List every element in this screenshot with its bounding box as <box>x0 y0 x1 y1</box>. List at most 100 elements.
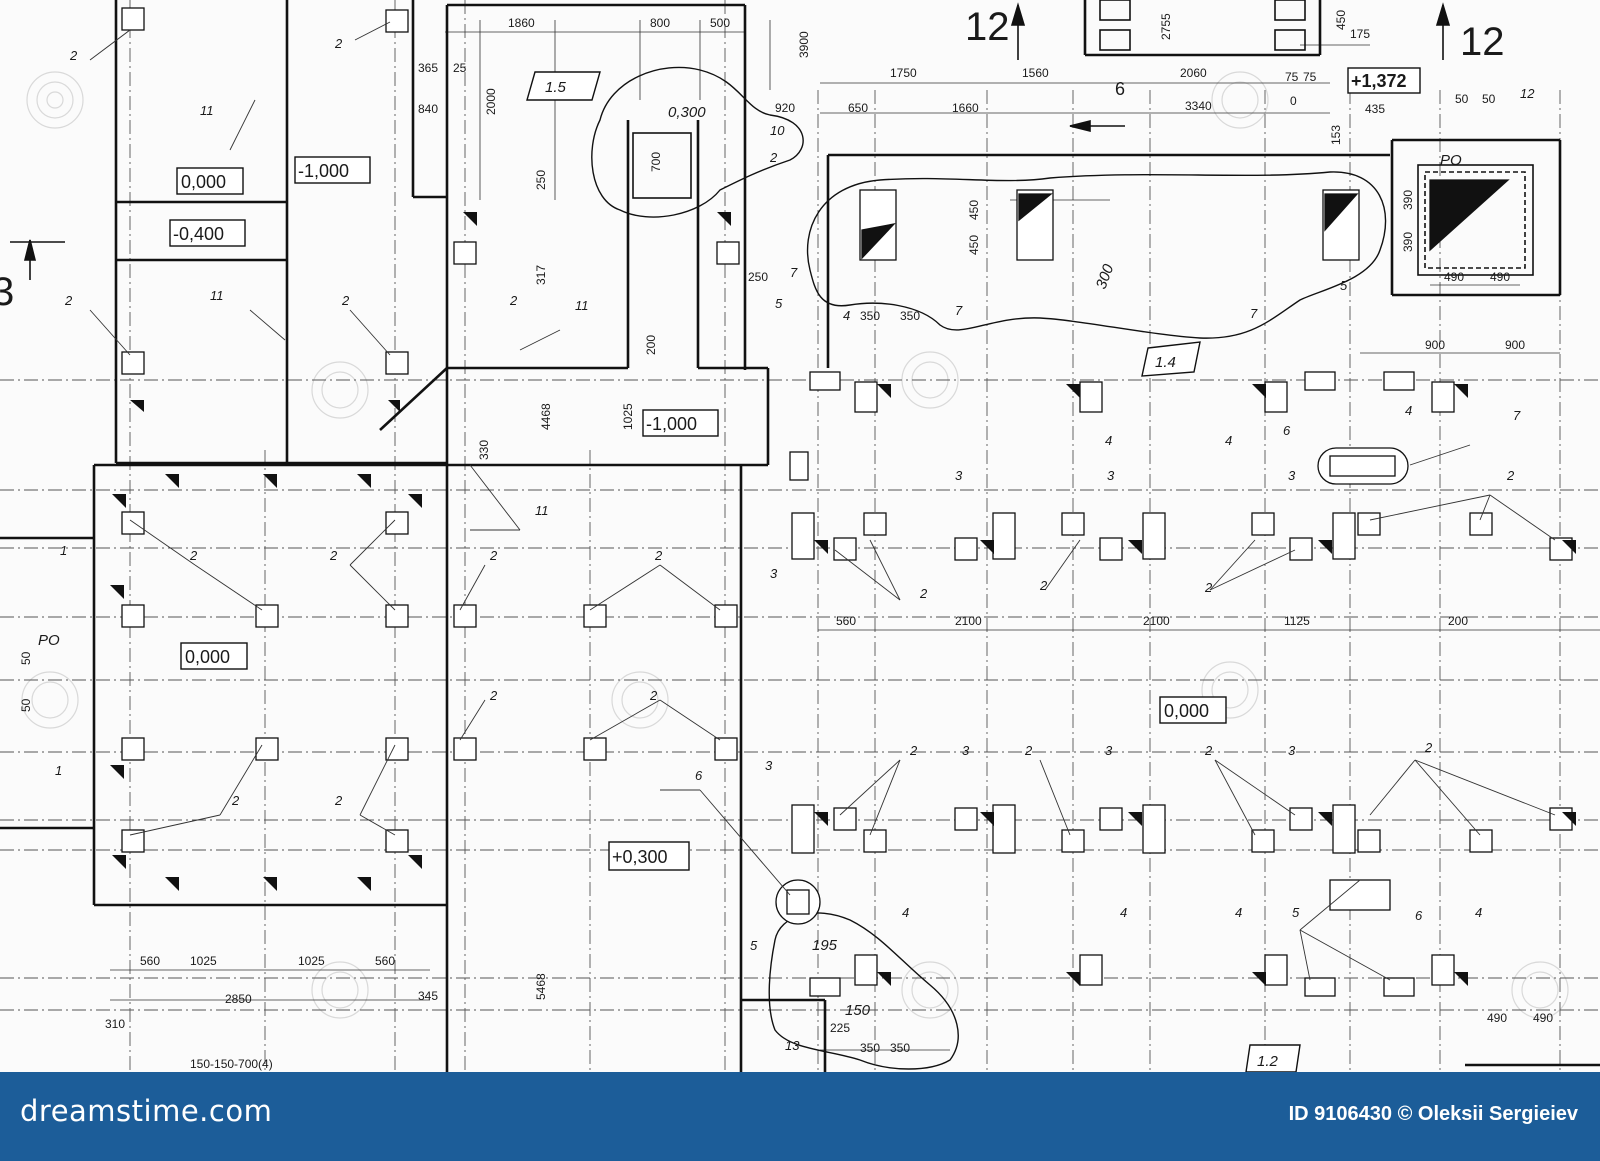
hand-225: 225 <box>830 1021 850 1035</box>
dim-1560: 1560 <box>1022 66 1049 80</box>
callout-1-2: 1.2 <box>1257 1053 1279 1070</box>
dim-840: 840 <box>418 102 438 116</box>
hand-150: 150 <box>845 1002 871 1019</box>
dim-490-d: 490 <box>1533 1011 1553 1025</box>
leader-3: 3 <box>1105 743 1113 758</box>
dim-700: 700 <box>649 152 663 172</box>
leader-7: 7 <box>790 265 798 280</box>
leader-3: 3 <box>1288 743 1296 758</box>
leader-11: 11 <box>535 503 549 518</box>
dim-450-b: 450 <box>967 235 981 255</box>
dim-3900: 3900 <box>797 31 811 58</box>
hand-195: 195 <box>812 937 838 954</box>
level-0-000-c: 0,000 <box>1164 701 1209 721</box>
leader-2: 2 <box>1204 580 1213 595</box>
dim-500: 500 <box>710 16 730 30</box>
dim-1025-v: 1025 <box>621 403 635 430</box>
leader-2: 2 <box>1506 468 1515 483</box>
image-credit: ID 9106430 © Oleksii Sergieiev <box>1288 1103 1578 1125</box>
hand-300: 300 <box>1093 261 1118 291</box>
leader-4: 4 <box>1225 433 1232 448</box>
dim-390-b: 390 <box>1401 232 1415 252</box>
leader-3: 3 <box>955 468 963 483</box>
lower-dimension-texts: 560 2100 2100 1125 200 560 1025 1025 560… <box>19 152 1553 1071</box>
dim-1860: 1860 <box>508 16 535 30</box>
leader-2: 2 <box>334 36 343 51</box>
dim-0: 0 <box>1290 94 1297 108</box>
leader-4: 4 <box>1235 905 1242 920</box>
callout-tags: 1.5 1.4 1.2 <box>526 71 1301 1073</box>
leader-2: 2 <box>334 793 343 808</box>
dim-450-top: 450 <box>1334 10 1348 30</box>
dim-2100-b: 2100 <box>1143 614 1170 628</box>
dim-2755: 2755 <box>1159 13 1173 40</box>
leader-2: 2 <box>64 293 73 308</box>
leader-2: 2 <box>69 48 78 63</box>
dim-50-c: 50 <box>19 651 33 665</box>
leader-numbers: 2 2 11 2 11 2 2 11 11 10 2 12 1 1 2 2 2 … <box>55 36 1535 1053</box>
leader-11: 11 <box>210 288 224 303</box>
leader-3: 3 <box>1288 468 1296 483</box>
section-mark-12-left: 12 <box>965 5 1010 49</box>
dim-650: 650 <box>848 101 868 115</box>
dim-50-a: 50 <box>1455 92 1469 106</box>
level-plus-1-372: +1,372 <box>1351 71 1407 91</box>
dim-2100-a: 2100 <box>955 614 982 628</box>
leader-2: 2 <box>489 688 498 703</box>
leader-1: 1 <box>55 763 62 778</box>
level-minus-1-000-a: -1,000 <box>298 161 349 181</box>
dim-330: 330 <box>477 440 491 460</box>
dim-4468: 4468 <box>539 403 553 430</box>
leader-2: 2 <box>654 548 663 563</box>
dim-920: 920 <box>775 101 795 115</box>
level-marks: 0,000 -1,000 -0,400 0,000 -1,000 +0,300 … <box>169 67 1421 871</box>
callout-1-4: 1.4 <box>1155 354 1176 371</box>
dim-350-d: 350 <box>890 1041 910 1055</box>
dim-310: 310 <box>105 1017 125 1031</box>
leader-4: 4 <box>1475 905 1482 920</box>
dimension-lines <box>110 20 1600 1051</box>
po-label-right: PO <box>1440 152 1462 169</box>
leader-2: 2 <box>189 548 198 563</box>
leader-2: 2 <box>1039 578 1048 593</box>
dim-450-a: 450 <box>967 200 981 220</box>
filled-markers <box>110 212 1576 986</box>
leader-2: 2 <box>509 293 518 308</box>
leader-5: 5 <box>1340 278 1348 293</box>
dim-75-a: 75 <box>1285 70 1299 84</box>
dim-560-c: 560 <box>375 954 395 968</box>
leader-lines <box>89 21 1556 981</box>
leader-4: 4 <box>1105 433 1112 448</box>
section-mark-3: 3 <box>0 270 14 314</box>
leader-6: 6 <box>695 768 703 783</box>
revision-clouds <box>591 66 1387 1070</box>
dim-1025-b: 1025 <box>298 954 325 968</box>
ramp-symbols <box>859 179 1510 261</box>
section-mark-12-right: 12 <box>1460 20 1505 64</box>
leader-3: 3 <box>765 758 773 773</box>
leader-2: 2 <box>489 548 498 563</box>
dim-1025-a: 1025 <box>190 954 217 968</box>
level-plus-0-300: +0,300 <box>612 847 668 867</box>
leader-6: 6 <box>1415 908 1423 923</box>
leader-4: 4 <box>1405 403 1412 418</box>
dim-200-h: 200 <box>1448 614 1468 628</box>
dim-3340: 3340 <box>1185 99 1212 113</box>
dim-350-b: 350 <box>900 309 920 323</box>
watermark-footer: dreamstime.com ID 9106430 © Oleksii Serg… <box>0 1072 1600 1161</box>
dim-200-v: 200 <box>644 335 658 355</box>
blueprint-drawing: 0,000 -1,000 -0,400 0,000 -1,000 +0,300 … <box>0 0 1600 1073</box>
leader-2: 2 <box>329 548 338 563</box>
leader-3: 3 <box>962 743 970 758</box>
leader-11: 11 <box>200 103 214 118</box>
leader-2: 2 <box>341 293 350 308</box>
leader-5: 5 <box>775 296 783 311</box>
level-0-000-b: 0,000 <box>185 647 230 667</box>
leader-4: 4 <box>902 905 909 920</box>
leader-2: 2 <box>231 793 240 808</box>
dim-5468: 5468 <box>534 973 548 1000</box>
leader-2: 2 <box>649 688 658 703</box>
dim-75-b: 75 <box>1303 70 1317 84</box>
anchor-plates <box>121 7 1573 853</box>
leader-7: 7 <box>955 303 963 318</box>
